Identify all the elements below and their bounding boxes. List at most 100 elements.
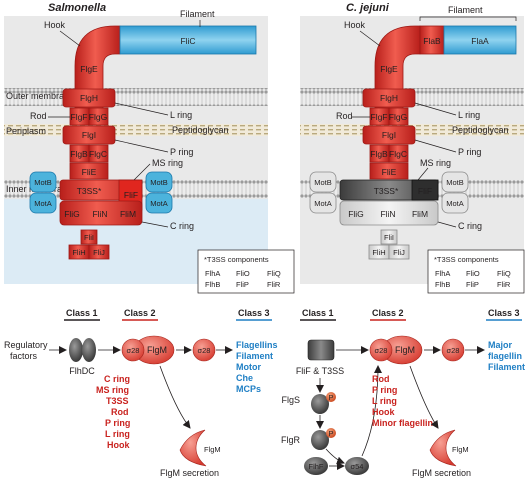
- ms-ring-label: MS ring: [152, 158, 183, 168]
- c-ring-block-right: [339, 200, 439, 226]
- flgc-label-right: FlgC: [389, 149, 407, 159]
- flif-label-right: FliF: [418, 186, 432, 196]
- flii-label-right: FliI: [384, 233, 394, 242]
- mota-right: [145, 192, 173, 214]
- motb-right-right-panel: [441, 171, 469, 193]
- flin-label: FliN: [92, 209, 107, 219]
- flaa-filament: [443, 25, 517, 55]
- t3ss-label: T3SS*: [77, 186, 102, 196]
- phospho-flgs-label: P: [328, 393, 333, 402]
- flaa-label: FlaA: [471, 36, 489, 46]
- t3ss-box-title: *T3SS components: [204, 255, 269, 264]
- flif-label: FliF: [124, 190, 138, 200]
- flgc-segment: [88, 144, 109, 163]
- l-ring-label: L ring: [170, 110, 192, 120]
- t3ss-item: FlhA: [435, 269, 450, 278]
- t3ss-item: FliP: [236, 280, 249, 289]
- l-ring-label-right: L ring: [458, 110, 480, 120]
- class2-item-right: L ring: [372, 396, 397, 406]
- flij-block-right: [388, 244, 410, 260]
- flab-label: FlaB: [423, 36, 441, 46]
- motb-left-label-right: MotB: [314, 178, 332, 187]
- phospho-flgs-icon: [326, 392, 336, 402]
- class1-heading: Class 1: [66, 308, 98, 318]
- sigma28-label: σ28: [127, 346, 140, 355]
- sigma54-label: σ54: [351, 462, 364, 471]
- p-ring-label: P ring: [170, 147, 193, 157]
- salmonella-regulation: Class 1 Class 2 Class 3 Regulatory facto…: [4, 308, 278, 478]
- flig-label-right: FliG: [348, 209, 364, 219]
- flhf-oval: [304, 457, 328, 475]
- mota-left-label-right: MotA: [314, 199, 332, 208]
- flgs-oval: [311, 394, 329, 414]
- class1-heading-right: Class 1: [302, 308, 334, 318]
- class3-item: Filament: [236, 351, 273, 361]
- motb-left-right-panel: [309, 171, 337, 193]
- flgf-label-right: FlgF: [371, 112, 388, 122]
- flii-block-right: [380, 229, 398, 245]
- flhdc-label: FlhDC: [69, 366, 95, 376]
- phospho-flgr-label: P: [328, 429, 333, 438]
- flgg-label-right: FlgG: [389, 112, 407, 122]
- salmonella-title: Salmonella: [48, 2, 106, 14]
- motb-right-label: MotB: [150, 178, 168, 187]
- flgi-label-right: FlgI: [382, 130, 396, 140]
- flif-block-right: [411, 179, 439, 201]
- t3ss-item: FliR: [497, 280, 511, 289]
- class2-item-right: Minor flagellin: [372, 418, 433, 428]
- t3ss-item: FlhB: [435, 280, 450, 289]
- flie-label: FliE: [82, 167, 97, 177]
- flih-label-right: FliH: [372, 248, 385, 257]
- flif-t3ss-block: [307, 339, 335, 361]
- class2-item: L ring: [105, 429, 130, 439]
- rod-label-right: Rod: [336, 111, 353, 121]
- free-sigma28-label: σ28: [198, 346, 211, 355]
- t3ss-box-left: *T3SS components FlhA FliO FliQ FlhB Fli…: [197, 249, 295, 294]
- sigma28-label-right: σ28: [375, 346, 388, 355]
- flih-label: FliH: [72, 248, 85, 257]
- flim-label: FliM: [120, 209, 136, 219]
- flii-label: FliI: [84, 233, 94, 242]
- secreted-flgm-label-right: FlgM: [452, 445, 469, 454]
- c-ring-label: C ring: [170, 221, 194, 231]
- hook-label: Hook: [44, 20, 66, 30]
- flhd-oval: [69, 338, 83, 362]
- class2-heading: Class 2: [124, 308, 156, 318]
- c-ring-block: [59, 200, 143, 226]
- flhf-label: FlhF: [309, 462, 324, 471]
- class2-item: Rod: [111, 407, 129, 417]
- mota-left: [29, 192, 57, 214]
- flgs-label: FlgS: [281, 395, 300, 405]
- flgm-label: FlgM: [147, 345, 167, 355]
- c-jejuni-background: [300, 16, 524, 284]
- c-jejuni-panel: C. jejuni FlaB FlaA FlgE Hook Filament F…: [300, 2, 524, 284]
- peptidoglycan-label: Peptidoglycan: [172, 125, 229, 135]
- filament-bracket: [419, 16, 517, 21]
- flij-block: [88, 244, 110, 260]
- c-ring-label-right: C ring: [458, 221, 482, 231]
- flgb-label-right: FlgB: [370, 149, 388, 159]
- c-jejuni-regulation: Class 1 Class 2 Class 3 FliF & T3SS σ28 …: [281, 308, 525, 478]
- flie-segment-right: [369, 162, 409, 180]
- sigma28-circle-right: [369, 338, 393, 362]
- flgh-ring-right: [362, 88, 416, 108]
- periplasm-label: Periplasm: [6, 126, 46, 136]
- t3ss-item: FliQ: [267, 269, 281, 278]
- mota-right-right-panel: [441, 192, 469, 214]
- t3ss-item: FliP: [466, 280, 479, 289]
- flge-label: FlgE: [80, 64, 98, 74]
- class2-item-right: Rod: [372, 374, 390, 384]
- class2-item: T3SS: [106, 396, 129, 406]
- t3ss-item: FlhB: [205, 280, 220, 289]
- t3ss-label-right: T3SS*: [374, 186, 399, 196]
- class3-heading-right: Class 3: [488, 308, 520, 318]
- class2-item-right: P ring: [372, 385, 397, 395]
- class3-heading: Class 3: [238, 308, 270, 318]
- flgc-segment-right: [388, 144, 409, 163]
- t3ss-box-right: *T3SS components FlhA FliO FliQ FlhB Fli…: [427, 249, 525, 294]
- mota-left-right-panel: [309, 192, 337, 214]
- class3-item: MCPs: [236, 384, 261, 394]
- c-jejuni-title: C. jejuni: [346, 2, 390, 14]
- free-sigma28-label-right: σ28: [447, 346, 460, 355]
- flij-label: FliJ: [93, 248, 105, 257]
